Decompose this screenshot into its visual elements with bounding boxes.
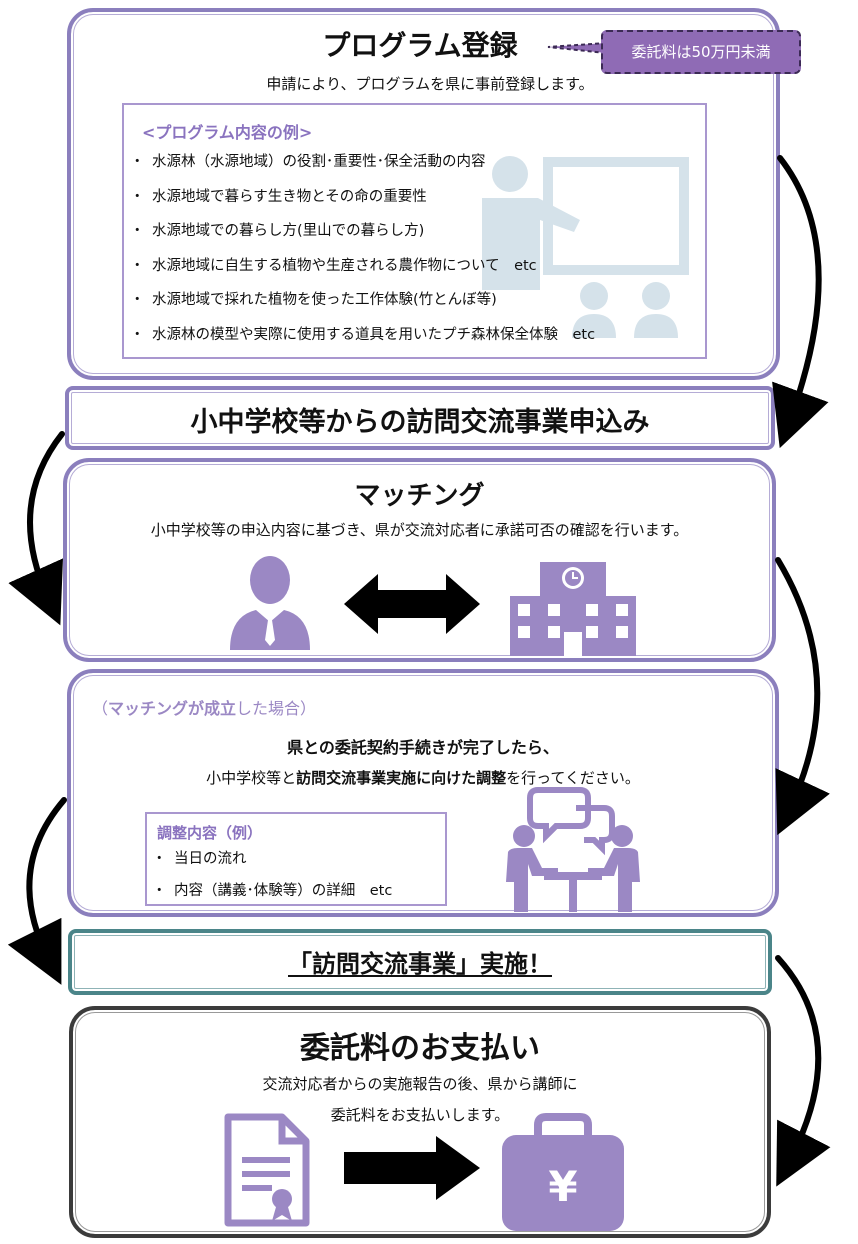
program-registration-title: プログラム登録 [322,29,518,62]
flow-arrow [775,955,831,1187]
list-item: ・内容（講義･体験等）の詳細 etc [152,883,393,899]
program-examples-frame [122,103,707,359]
double-arrow-icon [344,574,480,634]
school-building-icon [510,562,636,656]
certificate-document-icon [224,1113,310,1227]
adjustment-examples-frame [145,812,447,906]
program-examples-heading: <プログラム内容の例> [142,123,313,142]
matching-title: マッチング [354,481,485,511]
program-examples-list: ・水源林（水源地域）の役割･重要性･保全活動の内容 ・水源地域で暮らす生き物とそ… [130,145,700,353]
matching-success-condition: （マッチングが成立した場合） [92,699,317,718]
list-item: ・水源地域で暮らす生き物とその命の重要性 [130,188,427,205]
fee-limit-callout: 委託料は50万円未満 [601,30,801,74]
callout-pointer [547,42,607,54]
meeting-discussion-icon [506,787,640,912]
flow-arrow [7,797,67,985]
flow-arrow [8,431,65,626]
coordination-line1: 県との委託契約手続きが完了したら、 [287,738,559,757]
person-icon [230,556,310,650]
payment-title: 委託料のお支払い [300,1031,540,1066]
coordination-panel [67,669,779,917]
list-item: ・水源地域に自生する植物や生産される農作物について etc [130,257,537,274]
yen-symbol: ¥ [548,1162,577,1211]
flow-arrow [775,557,830,836]
right-arrow-icon [344,1136,480,1200]
payment-desc-line1: 交流対応者からの実施報告の後、県から講師に [262,1075,578,1093]
flow-arrow [772,155,829,449]
list-item: ・当日の流れ [152,851,247,867]
adjustment-heading: 調整内容（例） [157,824,263,842]
list-item: ・水源地域で採れた植物を使った工作体験(竹とんぼ等) [130,292,497,309]
coordination-line2: 小中学校等と訪問交流事業実施に向けた調整を行ってください。 [206,769,640,787]
application-bar [65,386,775,450]
matching-panel [63,458,776,662]
presentation-teacher-icon [482,156,689,338]
implementation-bar [68,929,772,995]
adjustment-list: ・当日の流れ ・内容（講義･体験等）の詳細 etc [152,843,442,907]
implementation-title: 「訪問交流事業」実施！ [288,950,552,978]
application-title: 小中学校等からの訪問交流事業申込み [190,407,650,438]
list-item: ・水源林（水源地域）の役割･重要性･保全活動の内容 [130,154,486,170]
payment-desc-line2: 委託料をお支払いします。 [330,1106,510,1124]
yen-briefcase-icon: ¥ [502,1113,624,1231]
list-item: ・水源林の模型や実際に使用する道具を用いたプチ森林保全体験 etc [130,326,596,343]
payment-panel [69,1006,771,1238]
program-registration-desc: 申請により、プログラムを県に事前登録します。 [266,75,594,93]
matching-desc: 小中学校等の申込内容に基づき、県が交流対応者に承諾可否の確認を行います。 [150,521,689,539]
list-item: ・水源地域での暮らし方(里山での暮らし方) [130,223,425,240]
